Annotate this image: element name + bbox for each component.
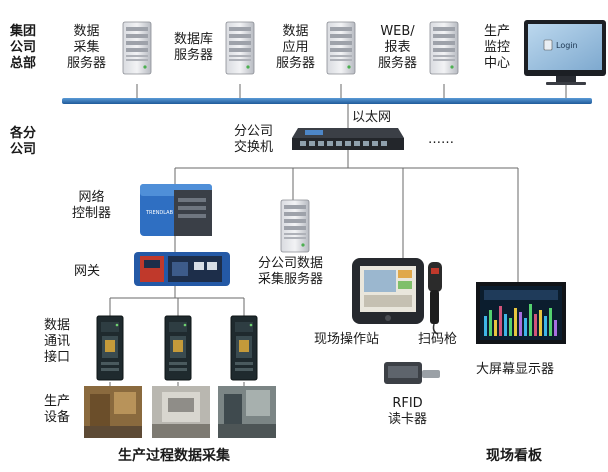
gateway-icon — [134, 252, 230, 286]
equipment-photo — [152, 386, 210, 438]
equipment-photo — [218, 386, 276, 438]
rfid-reader-label: RFID 读卡器 — [388, 396, 428, 427]
branch-label: 各分 公司 — [10, 126, 37, 157]
ethernet-bus — [62, 98, 592, 104]
comm-interface-icon — [230, 315, 258, 381]
operator-station-icon — [352, 258, 424, 324]
collection-section-title: 生产过程数据采集 — [118, 448, 230, 464]
equipment-photo — [84, 386, 142, 438]
server-icon — [326, 21, 356, 75]
ethernet-label: 以太网 — [352, 110, 392, 125]
big-screen-label: 大屏幕显示器 — [476, 362, 555, 377]
branch-switch-label: 分公司 交换机 — [234, 124, 274, 155]
barcode-scanner-icon — [428, 262, 442, 335]
comm-interface-icon — [96, 315, 124, 381]
server-icon — [429, 21, 459, 75]
comm-interface-label: 数据 通讯 接口 — [44, 318, 71, 365]
big-screen-icon — [476, 282, 566, 344]
monitor-screen-text: Login — [556, 41, 578, 50]
comm-interface-icon — [164, 315, 192, 381]
server-icon — [122, 21, 152, 75]
data-collection-server-label: 数据 采集 服务器 — [67, 24, 107, 71]
operator-station-label: 现场操作站 — [314, 332, 380, 347]
monitor-icon: Login — [524, 20, 606, 85]
scanner-label: 扫码枪 — [418, 332, 458, 347]
database-server-label: 数据库 服务器 — [174, 32, 214, 63]
device-brand-text: TRENDLAB — [145, 210, 174, 216]
branch-switch-icon — [292, 128, 404, 150]
hq-label: 集团 公司 总部 — [10, 24, 37, 71]
network-controller-icon: TRENDLAB — [140, 184, 212, 236]
branch-server-label: 分公司数据 采集服务器 — [258, 256, 324, 287]
network-controller-label: 网络 控制器 — [72, 190, 112, 221]
hq-connectors — [109, 84, 567, 386]
branch-server-icon — [280, 199, 310, 253]
server-icon — [225, 21, 255, 75]
gateway-label: 网关 — [74, 264, 101, 279]
more-branches-ellipsis: …… — [428, 132, 454, 147]
rfid-reader-icon — [384, 362, 440, 384]
data-application-server-label: 数据 应用 服务器 — [276, 24, 316, 71]
equipment-label: 生产 设备 — [44, 394, 71, 425]
monitoring-center-label: 生产 监控 中心 — [484, 24, 511, 71]
dashboard-section-title: 现场看板 — [486, 448, 542, 464]
web-report-server-label: WEB/ 报表 服务器 — [378, 24, 418, 71]
